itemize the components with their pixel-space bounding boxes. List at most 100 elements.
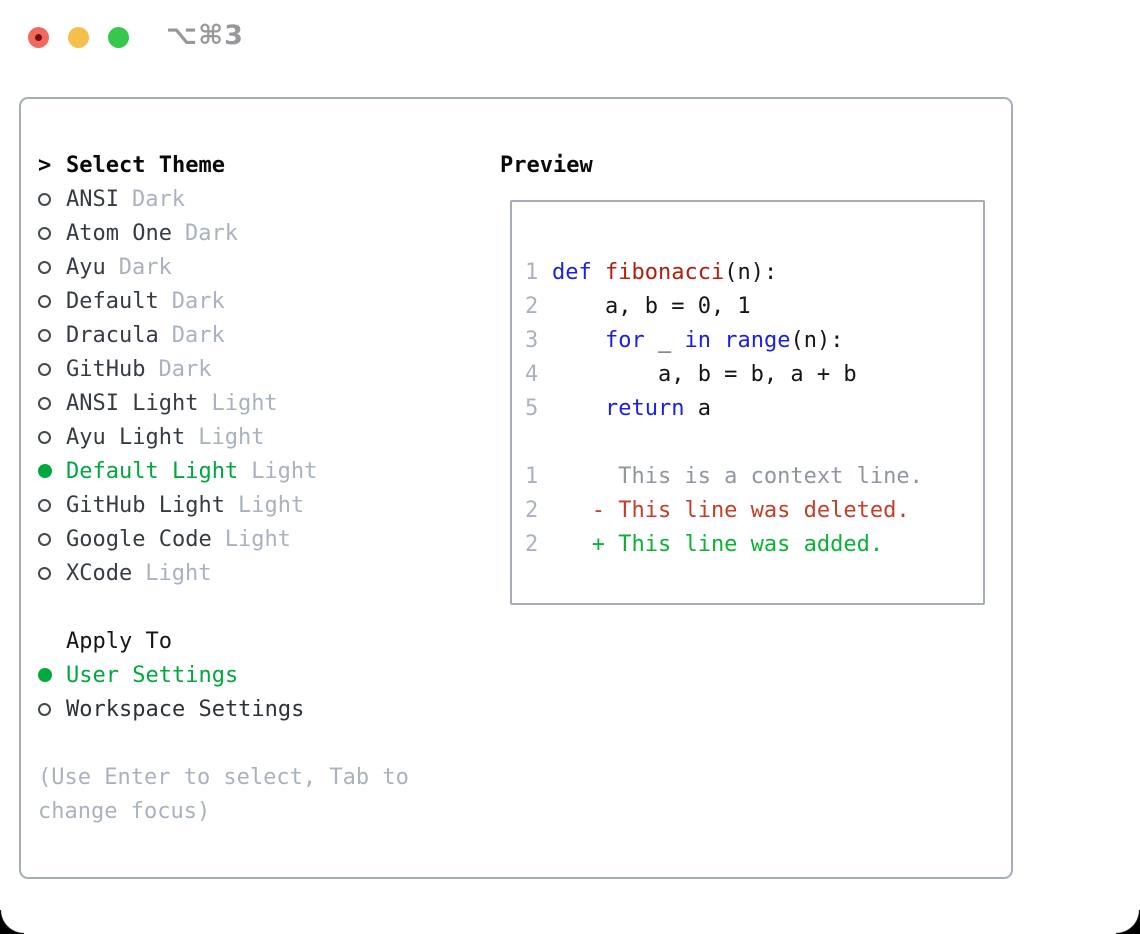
radio-unselected-icon <box>38 226 66 240</box>
code-token <box>552 328 605 353</box>
code-token: (n): <box>790 327 844 353</box>
radio-unselected-icon <box>38 430 66 444</box>
traffic-light-zoom-button[interactable] <box>108 27 129 48</box>
theme-name: Ayu <box>66 254 106 280</box>
traffic-light-minimize-button[interactable] <box>68 27 89 48</box>
theme-name: Dracula <box>66 322 159 348</box>
radio-unselected-icon <box>38 328 66 342</box>
line-number: 4 <box>525 361 539 387</box>
diff-deleted-line: 2 - This line was deleted. <box>525 493 983 527</box>
code-token: a, b = b, a + b <box>552 361 857 387</box>
line-number: 1 <box>525 463 539 489</box>
line-number: 1 <box>525 259 539 285</box>
radio-selected-icon <box>38 464 66 478</box>
theme-variant-tag: Dark <box>131 186 185 212</box>
theme-name: Default Light <box>66 458 239 484</box>
select-theme-header: > Select Theme <box>38 148 488 182</box>
theme-variant-tag: Dark <box>118 254 172 280</box>
theme-option-default-dark[interactable]: Default Dark <box>38 284 488 318</box>
line-number: 2 <box>525 531 539 557</box>
apply-to-title: Apply To <box>66 628 172 654</box>
theme-name: ANSI Light <box>66 390 199 416</box>
theme-variant-tag: Dark <box>171 288 225 314</box>
code-token-keyword: def <box>552 259 592 285</box>
radio-unselected-icon <box>38 566 66 580</box>
code-token-function: fibonacci <box>605 259 725 285</box>
theme-name: GitHub <box>66 356 146 382</box>
diff-context-line: 1 This is a context line. <box>525 459 983 493</box>
theme-name: ANSI <box>66 186 119 212</box>
theme-option-ansi-dark[interactable]: ANSI Dark <box>38 182 488 216</box>
theme-option-xcode[interactable]: XCode Light <box>38 556 488 590</box>
select-theme-title: Select Theme <box>66 152 225 178</box>
code-line: 5 return a <box>525 391 983 425</box>
spacer <box>38 590 488 624</box>
code-token-keyword: for <box>604 327 645 353</box>
help-text-line1: (Use Enter to select, Tab to <box>38 764 409 790</box>
radio-unselected-icon <box>38 498 66 512</box>
radio-selected-icon <box>38 668 66 682</box>
blank-line <box>525 425 983 459</box>
line-number: 5 <box>525 395 539 421</box>
radio-unselected-icon <box>38 532 66 546</box>
code-token-keyword: return <box>604 395 685 421</box>
theme-variant-tag: Light <box>251 458 318 484</box>
diff-added-line: 2 + This line was added. <box>525 527 983 561</box>
theme-dialog-panel: > Select Theme ANSI Dark Atom One Dark A… <box>19 97 1013 879</box>
help-text-line2: change focus) <box>38 798 211 824</box>
theme-option-atom-one-dark[interactable]: Atom One Dark <box>38 216 488 250</box>
diff-context-text: This is a context line. <box>552 463 923 489</box>
radio-unselected-icon <box>38 294 66 308</box>
radio-unselected-icon <box>38 702 66 716</box>
preview-title: Preview <box>500 152 593 178</box>
apply-option-user-settings[interactable]: User Settings <box>38 658 488 692</box>
code-token: a <box>684 395 711 421</box>
theme-option-ansi-light[interactable]: ANSI Light Light <box>38 386 488 420</box>
diff-deleted-text: - This line was deleted. <box>552 497 910 523</box>
spacer <box>38 726 488 760</box>
apply-option-workspace-settings[interactable]: Workspace Settings <box>38 692 488 726</box>
code-line: 1 def fibonacci(n): <box>525 255 983 289</box>
diff-added-text: + This line was added. <box>552 531 884 557</box>
theme-option-ayu-light[interactable]: Ayu Light Light <box>38 420 488 454</box>
code-token-keyword: range <box>724 327 791 353</box>
traffic-light-close-button[interactable] <box>28 27 49 48</box>
theme-variant-tag: Dark <box>158 356 212 382</box>
line-number: 2 <box>525 293 539 319</box>
selection-cursor-icon: > <box>38 152 52 178</box>
radio-unselected-icon <box>38 260 66 274</box>
code-line: 3 for _ in range(n): <box>525 323 983 357</box>
theme-name: Google Code <box>66 526 212 552</box>
theme-option-github-light[interactable]: GitHub Light Light <box>38 488 488 522</box>
theme-variant-tag: Light <box>237 492 305 518</box>
theme-option-google-code[interactable]: Google Code Light <box>38 522 488 556</box>
theme-name: Atom One <box>66 220 172 246</box>
code-token <box>711 328 724 353</box>
code-token: a, b = 0, 1 <box>552 293 751 319</box>
theme-name: Ayu Light <box>66 424 186 450</box>
radio-unselected-icon <box>38 396 66 410</box>
window-corner <box>0 910 24 934</box>
code-token: (n): <box>724 259 778 285</box>
preview-header: Preview <box>500 148 593 182</box>
theme-variant-tag: Dark <box>171 322 225 348</box>
theme-option-dracula-dark[interactable]: Dracula Dark <box>38 318 488 352</box>
radio-unselected-icon <box>38 192 66 206</box>
code-token: _ <box>644 327 685 353</box>
theme-option-ayu-dark[interactable]: Ayu Dark <box>38 250 488 284</box>
theme-option-default-light[interactable]: Default Light Light <box>38 454 488 488</box>
theme-name: GitHub Light <box>66 492 225 518</box>
line-number: 2 <box>525 497 539 523</box>
window-shortcut-label: ⌥⌘3 <box>166 20 244 51</box>
theme-variant-tag: Light <box>211 390 278 416</box>
theme-variant-tag: Light <box>224 526 291 552</box>
theme-list: > Select Theme ANSI Dark Atom One Dark A… <box>38 148 488 828</box>
window-corner <box>1116 910 1140 934</box>
titlebar: ⌥⌘3 <box>0 0 1140 76</box>
theme-variant-tag: Light <box>145 560 212 586</box>
radio-unselected-icon <box>38 362 66 376</box>
apply-to-header: Apply To <box>38 624 488 658</box>
theme-variant-tag: Dark <box>184 220 238 246</box>
theme-option-github-dark[interactable]: GitHub Dark <box>38 352 488 386</box>
